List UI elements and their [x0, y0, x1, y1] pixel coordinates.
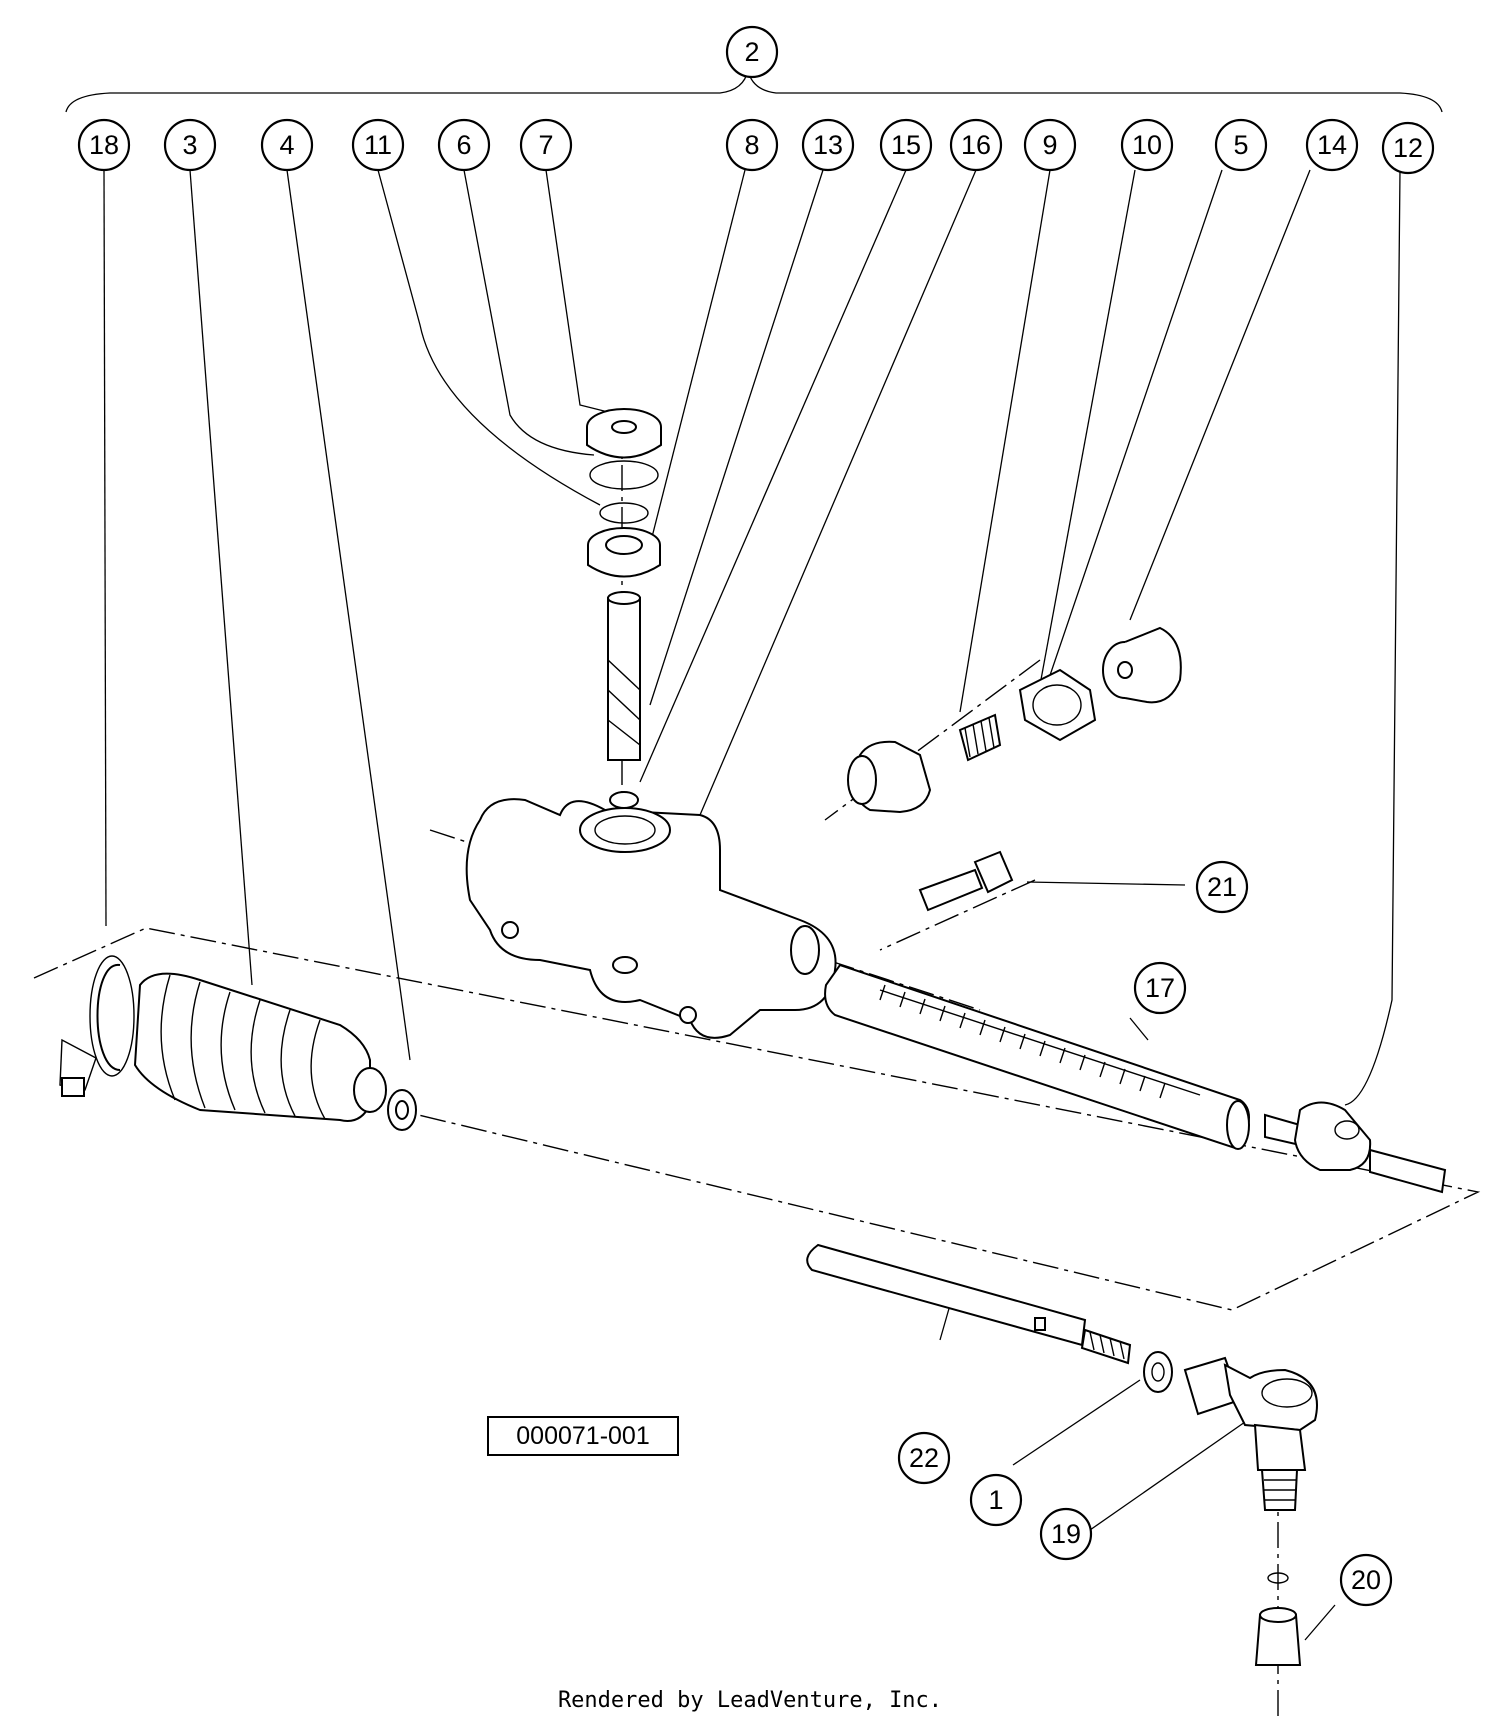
svg-text:19: 19 — [1051, 1519, 1081, 1549]
jam-nut — [387, 1089, 417, 1131]
callout-10: 10 — [1120, 118, 1174, 172]
callout-14: 14 — [1305, 118, 1359, 172]
svg-text:5: 5 — [1233, 130, 1248, 160]
callout-18: 18 — [77, 118, 131, 172]
callout-7: 7 — [519, 118, 573, 172]
svg-text:7: 7 — [538, 130, 553, 160]
callout-15: 15 — [879, 118, 933, 172]
callout-19: 19 — [1039, 1507, 1093, 1561]
steering-housing — [465, 798, 837, 1039]
svg-text:6: 6 — [456, 130, 471, 160]
svg-text:21: 21 — [1207, 872, 1237, 902]
svg-text:000071-001: 000071-001 — [516, 1422, 649, 1450]
svg-text:12: 12 — [1393, 133, 1423, 163]
callout-22: 22 — [897, 1431, 951, 1485]
callout-20: 20 — [1339, 1553, 1393, 1607]
callout-4: 4 — [260, 118, 314, 172]
svg-text:8: 8 — [744, 130, 759, 160]
svg-text:14: 14 — [1317, 130, 1347, 160]
rubber-boot — [133, 972, 387, 1122]
render-credit: Rendered by LeadVenture, Inc. — [557, 1688, 943, 1713]
diagram-code-label: 000071-001 — [487, 1416, 679, 1456]
callouts-top-row: 18 3 4 11 6 7 8 13 15 16 9 10 5 14 12 — [77, 118, 1435, 175]
callout-8: 8 — [725, 118, 779, 172]
callouts-other: 21 17 22 1 19 20 — [897, 860, 1393, 1607]
leader-lines — [103, 169, 1401, 1641]
svg-text:13: 13 — [813, 130, 843, 160]
tie-rod — [806, 1243, 1132, 1365]
boot-clamp — [59, 955, 135, 1097]
callout-12: 12 — [1381, 121, 1435, 175]
callout-5: 5 — [1214, 118, 1268, 172]
callout-3: 3 — [163, 118, 217, 172]
outer-tie-rod-end — [1183, 1356, 1318, 1511]
callout-13: 13 — [801, 118, 855, 172]
callout-6: 6 — [437, 118, 491, 172]
svg-text:11: 11 — [364, 130, 392, 160]
svg-text:1: 1 — [988, 1485, 1003, 1515]
svg-text:15: 15 — [891, 130, 921, 160]
svg-text:10: 10 — [1132, 130, 1162, 160]
callout-16: 16 — [949, 118, 1003, 172]
steering-rack — [824, 963, 1250, 1150]
castle-nut-and-washer — [1254, 1572, 1302, 1666]
svg-text:3: 3 — [182, 130, 197, 160]
svg-text:20: 20 — [1351, 1565, 1381, 1595]
svg-text:2: 2 — [744, 37, 759, 67]
svg-text:18: 18 — [89, 130, 119, 160]
pinion-stack — [586, 408, 662, 809]
svg-text:22: 22 — [909, 1443, 939, 1473]
svg-text:16: 16 — [961, 130, 991, 160]
callout-21: 21 — [1195, 860, 1249, 914]
callout-9: 9 — [1023, 118, 1077, 172]
svg-text:9: 9 — [1042, 130, 1057, 160]
callout-2: 2 — [725, 25, 779, 79]
svg-text:4: 4 — [279, 130, 294, 160]
callout-17: 17 — [1133, 961, 1187, 1015]
tie-rod-jam-nut — [1143, 1351, 1173, 1393]
adjuster-parts — [847, 626, 1182, 912]
svg-text:17: 17 — [1145, 973, 1175, 1003]
callout-11: 11 — [351, 118, 405, 172]
callout-1: 1 — [969, 1473, 1023, 1527]
inner-tie-rod-end — [1264, 1101, 1447, 1194]
